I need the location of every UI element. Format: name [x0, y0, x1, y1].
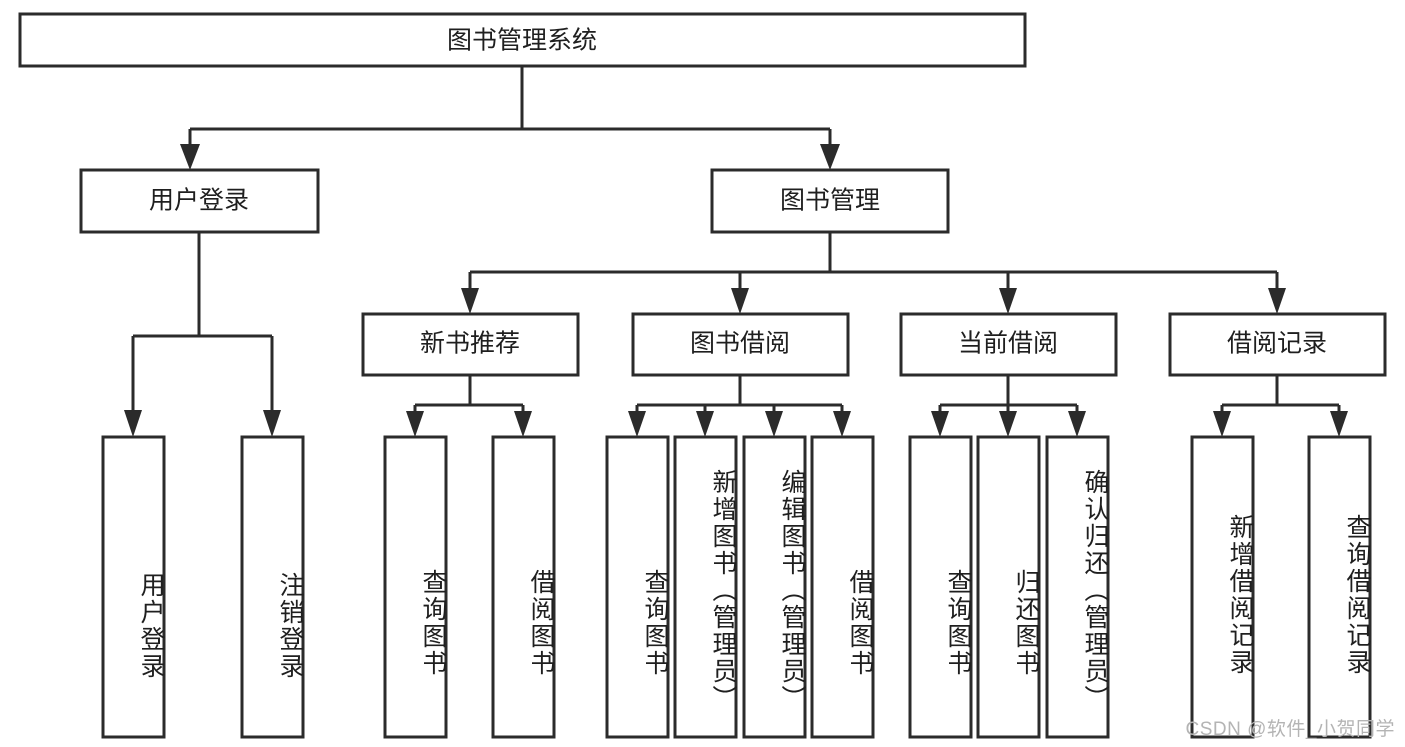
label-root: 图书管理系统: [447, 27, 597, 55]
label-leaf-confirm-return: 确认归还（管理员）: [1081, 469, 1109, 712]
label-leaf-query-book-3: 查询图书: [944, 568, 972, 677]
label-leaf-user-logout: 注销登录: [276, 572, 304, 680]
node-leaf-confirm-return[interactable]: [1045, 435, 1110, 739]
arrow-head-icon: [931, 411, 949, 437]
arrow-head-icon: [1068, 411, 1086, 437]
node-user-login[interactable]: [79, 168, 320, 234]
node-new-book-recommend[interactable]: [361, 312, 580, 377]
node-leaf-user-login[interactable]: [101, 435, 166, 739]
connector-userlogin-to-leaves: [124, 232, 281, 437]
label-leaf-add-book: 新增图书（管理员）: [709, 469, 737, 712]
label-leaf-query-book-1: 查询图书: [419, 568, 447, 677]
connector-root-to-level2: [180, 66, 840, 170]
label-current-borrow: 当前借阅: [958, 330, 1058, 358]
node-leaf-query-book-2[interactable]: [605, 435, 670, 739]
arrow-head-icon: [999, 411, 1017, 437]
arrow-head-icon: [263, 410, 281, 437]
node-leaf-add-record[interactable]: [1190, 435, 1255, 739]
arrow-head-icon: [833, 411, 851, 437]
node-leaf-query-record[interactable]: [1307, 435, 1372, 739]
node-leaf-edit-book[interactable]: [742, 435, 807, 739]
label-leaf-return-book: 归还图书: [1012, 568, 1040, 677]
connector-bookborrow-to-leaves: [628, 375, 851, 437]
node-leaf-user-logout[interactable]: [240, 435, 305, 739]
label-book-borrow: 图书借阅: [690, 330, 790, 358]
node-leaf-borrow-book-1[interactable]: [491, 435, 556, 739]
label-leaf-edit-book: 编辑图书（管理员）: [778, 469, 806, 712]
arrow-head-icon: [406, 411, 424, 437]
node-leaf-borrow-book-2[interactable]: [810, 435, 875, 739]
arrow-head-icon: [765, 411, 783, 437]
label-leaf-borrow-book-1: 借阅图书: [527, 568, 555, 677]
connector-currentborrow-to-leaves: [931, 375, 1086, 437]
arrow-head-icon: [1330, 411, 1348, 437]
node-book-management[interactable]: [710, 168, 950, 234]
label-book-management: 图书管理: [780, 187, 880, 215]
node-leaf-query-book-3[interactable]: [908, 435, 973, 739]
arrow-head-icon: [696, 411, 714, 437]
arrow-head-icon: [999, 288, 1017, 314]
label-leaf-user-login: 用户登录: [137, 572, 165, 680]
label-leaf-query-book-2: 查询图书: [641, 568, 669, 677]
label-leaf-borrow-book-2: 借阅图书: [846, 568, 874, 677]
node-root[interactable]: [18, 12, 1027, 68]
connector-bookmgmt-to-level3: [461, 232, 1286, 314]
connector-borrowrecord-to-leaves: [1213, 375, 1348, 437]
node-leaf-add-book[interactable]: [673, 435, 738, 739]
label-leaf-add-record: 新增借阅记录: [1226, 513, 1254, 676]
arrow-head-icon: [820, 144, 840, 170]
arrow-head-icon: [124, 410, 142, 437]
node-borrow-record[interactable]: [1168, 312, 1387, 377]
label-new-book-recommend: 新书推荐: [420, 330, 520, 358]
node-book-borrow[interactable]: [631, 312, 850, 377]
node-leaf-return-book[interactable]: [976, 435, 1041, 739]
arrow-head-icon: [1268, 288, 1286, 314]
label-user-login: 用户登录: [149, 187, 249, 215]
arrow-head-icon: [461, 288, 479, 314]
label-leaf-query-record: 查询借阅记录: [1343, 513, 1371, 676]
arrow-head-icon: [628, 411, 646, 437]
node-leaf-query-book-1[interactable]: [383, 435, 448, 739]
node-current-borrow[interactable]: [899, 312, 1118, 377]
watermark-text: CSDN @软件_小贺同学: [1185, 719, 1395, 740]
connector-newbook-to-leaves: [406, 375, 532, 437]
label-borrow-record: 借阅记录: [1227, 330, 1327, 358]
arrow-head-icon: [731, 288, 749, 314]
arrow-head-icon: [1213, 411, 1231, 437]
arrow-head-icon: [180, 144, 200, 170]
arrow-head-icon: [514, 411, 532, 437]
